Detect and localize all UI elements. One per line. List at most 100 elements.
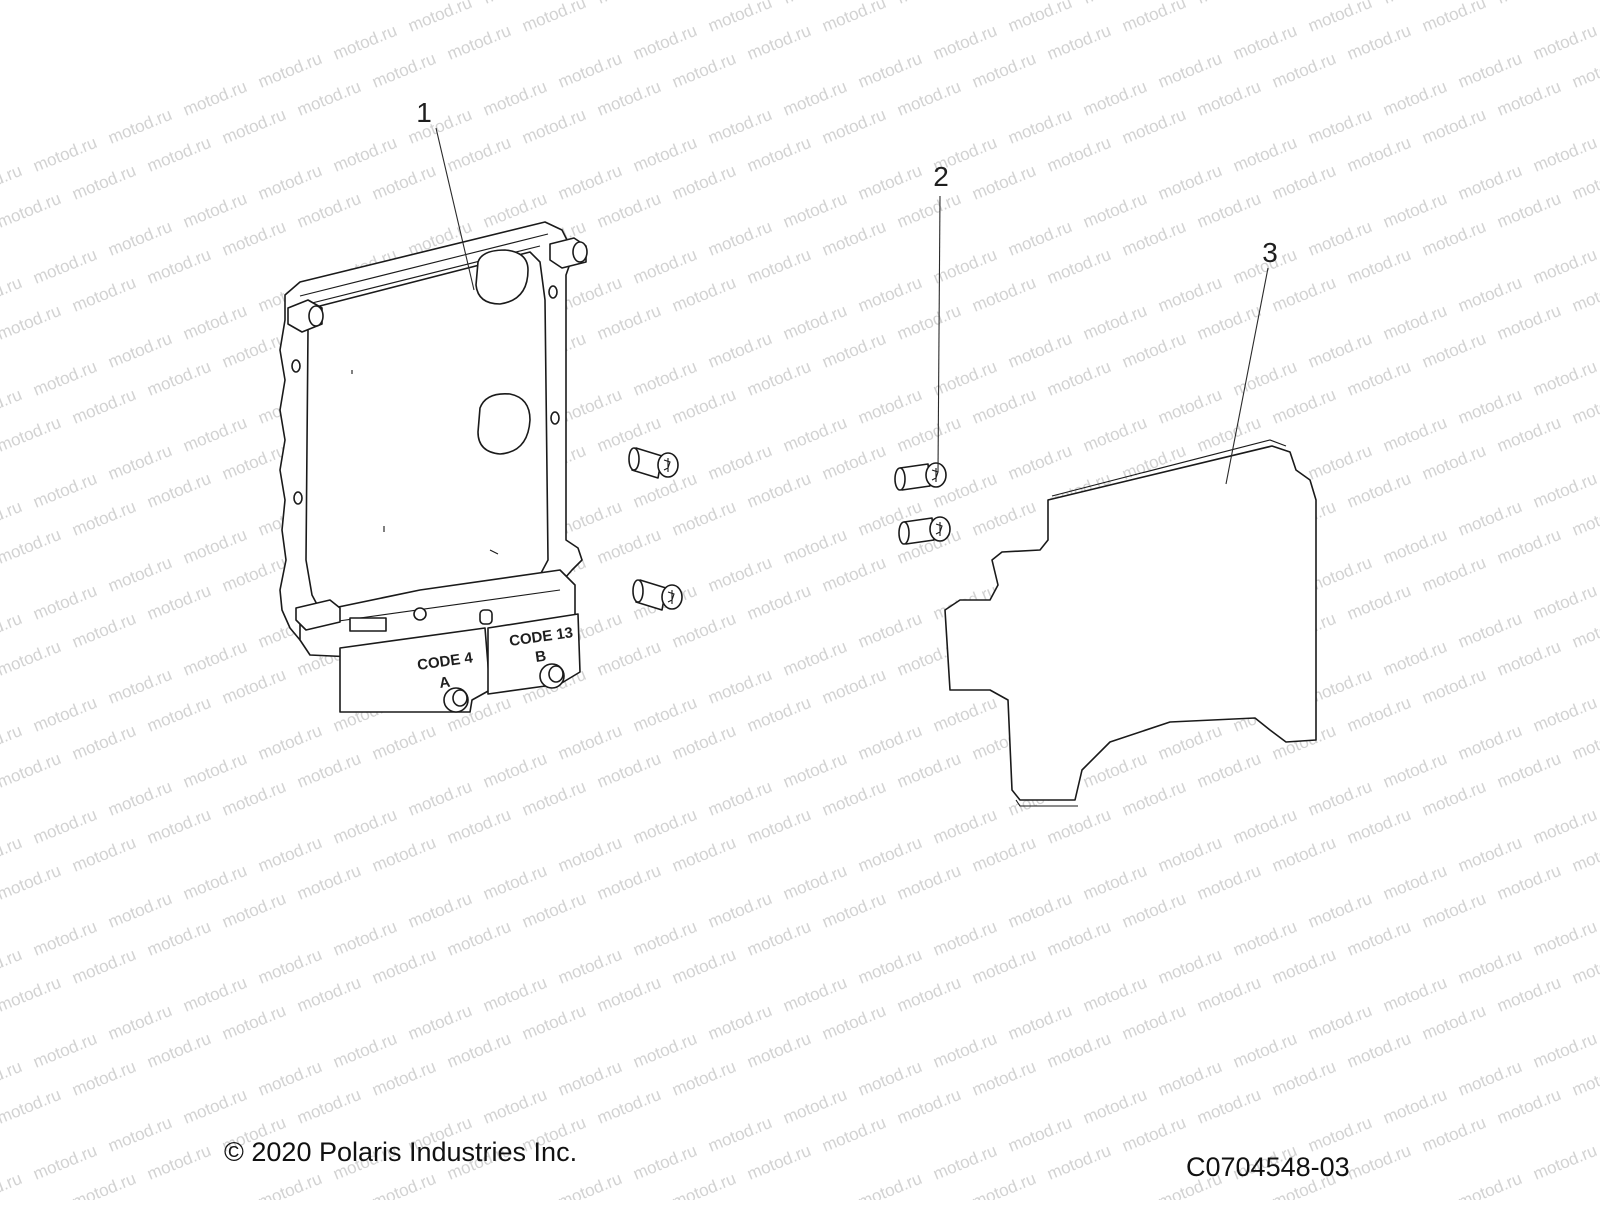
watermark-text: motod.ru bbox=[1344, 693, 1413, 736]
ecu-surface-marks bbox=[351, 370, 499, 555]
watermark-text: motod.ru bbox=[1530, 581, 1599, 624]
watermark-text: motod.ru bbox=[219, 329, 288, 372]
watermark-text: motod.ru bbox=[105, 777, 174, 820]
watermark-text: motod.ru bbox=[1080, 189, 1149, 232]
watermark-text: motod.ru bbox=[180, 77, 249, 120]
watermark-text: motod.ru bbox=[1155, 945, 1224, 988]
watermark-text: motod.ru bbox=[894, 413, 963, 456]
watermark-text: motod.ru bbox=[1155, 161, 1224, 204]
watermark-text: motod.ru bbox=[0, 609, 25, 652]
watermark-text: motod.ru bbox=[894, 861, 963, 904]
callout-1[interactable]: 1 bbox=[416, 97, 432, 128]
watermark-text: motod.ru bbox=[1530, 21, 1599, 64]
watermark-text: motod.ru bbox=[744, 1141, 813, 1184]
watermark-text: motod.ru bbox=[294, 861, 363, 904]
watermark-text: motod.ru bbox=[1305, 889, 1374, 932]
ecu-module[interactable]: CODE 4 A CODE 13 B bbox=[279, 221, 588, 713]
watermark-text: motod.ru bbox=[744, 1029, 813, 1072]
watermark-text: motod.ru bbox=[1569, 609, 1600, 652]
watermark-text: motod.ru bbox=[444, 133, 513, 176]
connector-a-thumbscrew bbox=[443, 687, 469, 713]
watermark-text: motod.ru bbox=[1080, 413, 1149, 456]
screw-lower-left[interactable] bbox=[632, 579, 683, 611]
watermark-text: motod.ru bbox=[30, 1029, 99, 1072]
watermark-text: motod.ru bbox=[969, 945, 1038, 988]
watermark-text: motod.ru bbox=[69, 385, 138, 428]
watermark-text: motod.ru bbox=[969, 1169, 1038, 1200]
watermark-text: motod.ru bbox=[780, 301, 849, 344]
watermark-text: motod.ru bbox=[744, 469, 813, 512]
watermark-text: motod.ru bbox=[1005, 0, 1074, 36]
watermark-text: motod.ru bbox=[1119, 217, 1188, 260]
watermark-text: motod.ru bbox=[1530, 917, 1599, 960]
watermark-text: motod.ru bbox=[594, 861, 663, 904]
watermark-text: motod.ru bbox=[1305, 777, 1374, 820]
watermark-text: motod.ru bbox=[0, 385, 25, 428]
watermark-text: motod.ru bbox=[594, 413, 663, 456]
watermark-text: motod.ru bbox=[144, 693, 213, 736]
watermark-text: motod.ru bbox=[894, 973, 963, 1016]
watermark-text: motod.ru bbox=[519, 1001, 588, 1044]
watermark-text: motod.ru bbox=[0, 525, 64, 568]
screw-upper-right[interactable] bbox=[894, 462, 947, 491]
watermark-text: motod.ru bbox=[819, 105, 888, 148]
watermark-text: motod.ru bbox=[1530, 133, 1599, 176]
watermark-text: motod.ru bbox=[930, 1141, 999, 1184]
screw-middle-right[interactable] bbox=[898, 516, 951, 545]
watermark-text: motod.ru bbox=[0, 161, 25, 204]
watermark-text: motod.ru bbox=[894, 749, 963, 792]
watermark-text: motod.ru bbox=[630, 805, 699, 848]
watermark-text: motod.ru bbox=[405, 1001, 474, 1044]
watermark-text: motod.ru bbox=[969, 273, 1038, 316]
watermark-text: motod.ru bbox=[1155, 721, 1224, 764]
watermark-text: motod.ru bbox=[969, 385, 1038, 428]
watermark-text: motod.ru bbox=[1569, 273, 1600, 316]
watermark-text: motod.ru bbox=[330, 133, 399, 176]
watermark-text: motod.ru bbox=[780, 749, 849, 792]
watermark-text: motod.ru bbox=[969, 49, 1038, 92]
watermark-text: motod.ru bbox=[1119, 889, 1188, 932]
watermark-text: motod.ru bbox=[1194, 413, 1263, 456]
watermark-text: motod.ru bbox=[855, 721, 924, 764]
ecu-label-tab bbox=[349, 617, 387, 632]
watermark-text: motod.ru bbox=[30, 581, 99, 624]
watermark-text: motod.ru bbox=[819, 217, 888, 260]
watermark-text: motod.ru bbox=[444, 1029, 513, 1072]
watermark-text: motod.ru bbox=[30, 917, 99, 960]
watermark-text: motod.ru bbox=[1455, 273, 1524, 316]
watermark-text: motod.ru bbox=[705, 665, 774, 708]
watermark-text: motod.ru bbox=[1569, 721, 1600, 764]
insulator-sheet[interactable] bbox=[944, 439, 1317, 807]
watermark-text: motod.ru bbox=[294, 189, 363, 232]
watermark-text: motod.ru bbox=[1530, 245, 1599, 288]
watermark-text: motod.ru bbox=[144, 1029, 213, 1072]
watermark-text: motod.ru bbox=[1530, 469, 1599, 512]
watermark-text: motod.ru bbox=[855, 833, 924, 876]
callout-3[interactable]: 3 bbox=[1262, 237, 1278, 268]
watermark-text: motod.ru bbox=[180, 525, 249, 568]
torx-head-icon bbox=[935, 522, 943, 536]
watermark-text: motod.ru bbox=[1005, 441, 1074, 484]
ecu-boss-upper bbox=[475, 249, 529, 305]
watermark-text: motod.ru bbox=[69, 1169, 138, 1200]
screw-upper-left[interactable] bbox=[628, 447, 679, 479]
watermark-text: motod.ru bbox=[894, 1085, 963, 1128]
watermark-text: motod.ru bbox=[1455, 161, 1524, 204]
watermark-text: motod.ru bbox=[630, 1141, 699, 1184]
copyright-notice: © 2020 Polaris Industries Inc. bbox=[224, 1137, 578, 1167]
watermark-text: motod.ru bbox=[0, 833, 25, 876]
connector-a[interactable]: CODE 4 A bbox=[339, 627, 491, 713]
watermark-text: motod.ru bbox=[894, 301, 963, 344]
watermark-text: motod.ru bbox=[405, 889, 474, 932]
watermark-text: motod.ru bbox=[855, 161, 924, 204]
watermark-text: motod.ru bbox=[1194, 189, 1263, 232]
watermark-text: motod.ru bbox=[969, 161, 1038, 204]
connector-b[interactable]: CODE 13 B bbox=[487, 613, 581, 695]
callout-2[interactable]: 2 bbox=[933, 161, 949, 192]
watermark-text: motod.ru bbox=[330, 805, 399, 848]
watermark-text: motod.ru bbox=[594, 301, 663, 344]
watermark-text: motod.ru bbox=[1494, 525, 1563, 568]
watermark-text: motod.ru bbox=[705, 441, 774, 484]
